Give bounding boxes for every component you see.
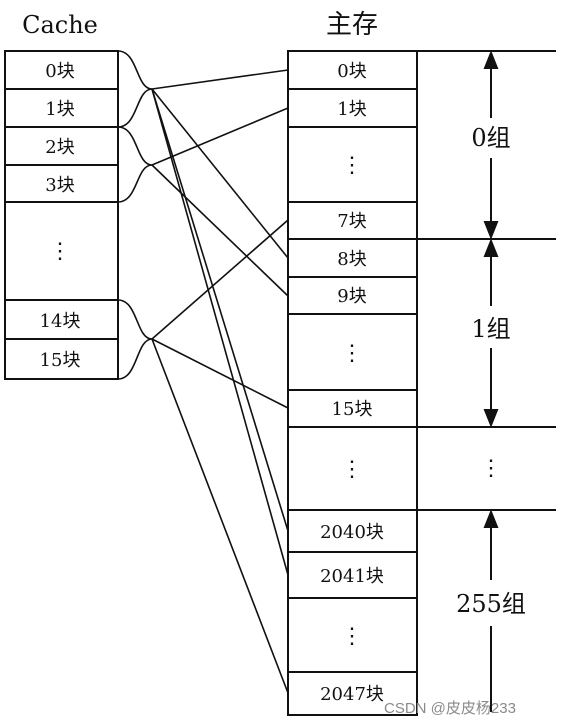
memory-block-label: 2040块 xyxy=(320,522,384,543)
memory-block-label: 2041块 xyxy=(320,566,384,587)
memory-block-label: 7块 xyxy=(337,211,366,232)
group-arrows xyxy=(483,50,499,712)
group-boundaries xyxy=(417,50,556,511)
pair-brace xyxy=(117,299,153,380)
arrow-down-icon xyxy=(483,409,499,428)
memory-ellipsis: ⋮ xyxy=(341,457,363,482)
watermark-text: CSDN @皮皮杨233 xyxy=(384,700,516,717)
mapping-line xyxy=(151,88,289,259)
cache-block-label: 14块 xyxy=(40,311,81,332)
arrow-up-icon xyxy=(483,50,499,69)
cache-outline xyxy=(4,50,119,380)
mapping-lines xyxy=(151,69,289,694)
mapping-line xyxy=(151,107,289,166)
memory-block-label: 1块 xyxy=(337,99,366,120)
mapping-line xyxy=(151,164,289,297)
arrow-up-icon xyxy=(483,509,499,528)
memory-block-label: 9块 xyxy=(337,286,366,307)
memory-outline xyxy=(287,50,418,716)
cache-block-label: 0块 xyxy=(45,61,74,82)
group-label: 0组 xyxy=(471,124,510,152)
mapping-line xyxy=(151,338,289,694)
memory-ellipsis: ⋮ xyxy=(341,341,363,366)
memory-title: 主存 xyxy=(326,10,378,40)
memory-ellipsis: ⋮ xyxy=(341,153,363,178)
cache-block-label: 15块 xyxy=(40,350,81,371)
cache-block-label: 3块 xyxy=(45,175,74,196)
memory-ellipsis: ⋮ xyxy=(341,624,363,649)
pair-brace xyxy=(117,50,153,128)
arrow-down-icon xyxy=(483,221,499,240)
memory-block-label: 15块 xyxy=(332,399,373,420)
mapping-line xyxy=(151,69,289,90)
cache-title: Cache xyxy=(22,11,98,39)
cache-block-label: 2块 xyxy=(45,137,74,158)
mapping-line xyxy=(151,219,289,340)
cache-pair-braces xyxy=(117,50,153,380)
mapping-line xyxy=(151,338,289,409)
mapping-line xyxy=(151,88,289,532)
cache-column xyxy=(4,50,119,380)
group-label: 1组 xyxy=(471,315,510,343)
memory-block-label: 8块 xyxy=(337,249,366,270)
group-label: 255组 xyxy=(456,590,526,618)
cache-block-label: 1块 xyxy=(45,99,74,120)
cache-ellipsis: ⋮ xyxy=(49,239,71,264)
memory-block-label: 0块 xyxy=(337,61,366,82)
memory-block-label: 2047块 xyxy=(320,684,384,705)
group-ellipsis: ⋮ xyxy=(480,456,502,481)
memory-column xyxy=(287,50,418,716)
pair-brace xyxy=(117,126,153,203)
mapping-line xyxy=(151,88,289,576)
arrow-up-icon xyxy=(483,238,499,257)
